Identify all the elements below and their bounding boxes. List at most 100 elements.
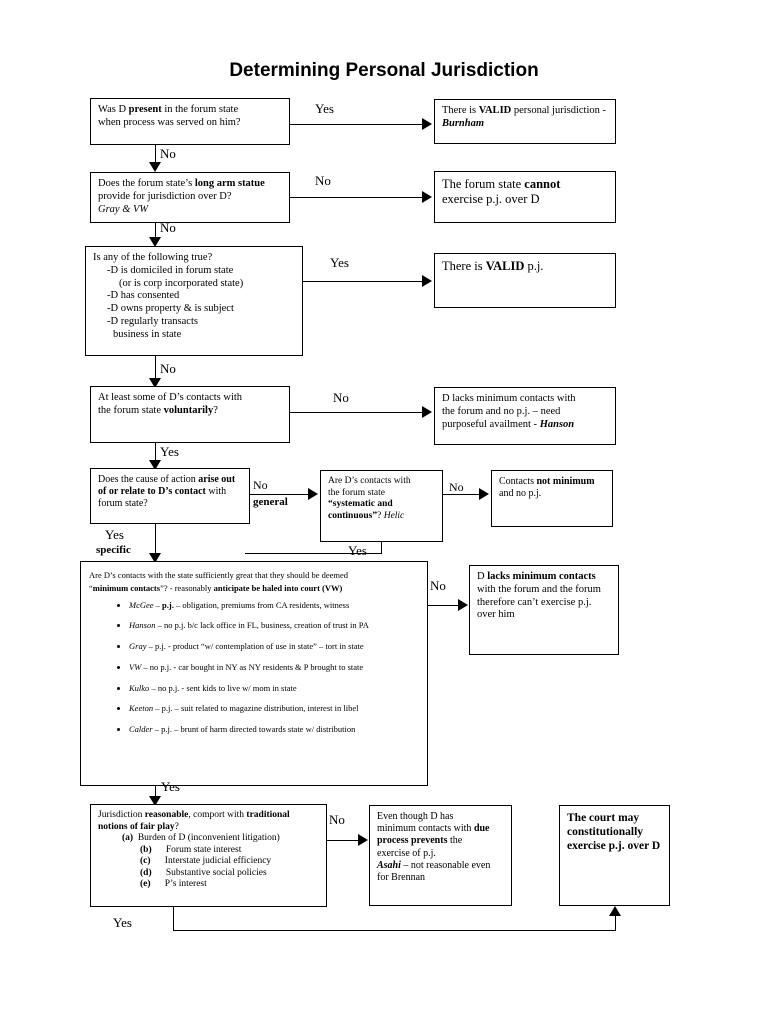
edge-label-no-4: No — [160, 361, 176, 376]
dueprocess-line2-post: the — [447, 835, 463, 847]
longarm-cases: Gray & VW — [98, 203, 149, 215]
page-title: Determining Personal Jurisdiction — [229, 60, 539, 81]
lacks-hanson-case: Hanson — [539, 418, 575, 430]
notmin-pre: Contacts — [499, 476, 537, 487]
arise-bold: arise out of or relate to D’s contact — [98, 474, 236, 498]
arrow-right-1 — [422, 118, 432, 130]
node-arise-out-of: Does the cause of action arise out of or… — [90, 468, 250, 524]
lacks-hanson-line1: D lacks minimum contacts with — [442, 393, 576, 404]
edge-following-to-voluntarily — [155, 356, 156, 382]
list-item: VW – no p.j. - car bought in NY as NY re… — [129, 662, 419, 673]
mincontacts-bullets: McGee – p.j. – obligation, premiums from… — [89, 600, 419, 735]
node-voluntarily: At least some of D’s contacts with the f… — [90, 386, 290, 443]
edge-label-no-9: No — [329, 812, 345, 827]
lacksmin-pre: D — [477, 571, 488, 582]
edge-present-to-valid — [290, 124, 425, 125]
edge-label-yes-5: Yes — [105, 527, 124, 542]
longarm-bold: long arm statue — [194, 178, 265, 189]
edge-longarm-to-following — [155, 223, 156, 241]
node-following-true: Is any of the following true? -D is domi… — [85, 246, 303, 356]
edge-label-no-7: No — [449, 480, 464, 494]
cannot-pre: The forum state — [442, 177, 525, 191]
arrow-right-7 — [458, 599, 468, 611]
edge-following-to-validpj — [303, 281, 425, 282]
arrow-right-8 — [358, 834, 368, 846]
edge-arise-yes-down — [155, 524, 156, 560]
list-item: Keeton – p.j. – suit related to magazine… — [129, 703, 419, 714]
reasonable-item-e: (e) P’s interest — [140, 879, 207, 890]
arrow-right-2 — [422, 191, 432, 203]
edge-reasonable-to-dueprocess — [327, 840, 363, 841]
systematic-post: ? — [377, 510, 384, 521]
following-heading: Is any of the following true? — [93, 252, 213, 263]
voluntarily-line1: At least some of D’s contacts with — [98, 392, 243, 403]
notmin-post: and no p.j. — [499, 488, 542, 500]
node-lacks-minimum-contacts: D lacks minimum contacts with the forum … — [469, 565, 619, 655]
list-item: -D owns property & is subject — [107, 303, 234, 315]
q-present-line1: Was D present in the forum state — [98, 104, 239, 115]
edge-voluntarily-to-lacks — [290, 412, 425, 413]
node-due-process-prevents: Even though D has minimum contacts with … — [369, 805, 512, 906]
node-jurisdiction-reasonable: Jurisdiction reasonable, comport with tr… — [90, 804, 327, 907]
dueprocess-line2-bold: due process prevents — [377, 823, 490, 847]
lacksmin-bold: lacks minimum contacts — [487, 571, 596, 582]
reasonable-item-d: (d) Substantive social policies — [140, 867, 267, 878]
following-items: -D is domiciled in forum state (or is co… — [107, 265, 295, 342]
voluntarily-line2-post: ? — [213, 404, 218, 416]
edge-label-no-3: No — [160, 220, 176, 235]
lacks-hanson-line2: the forum and no p.j. – need — [442, 405, 561, 417]
list-item: -D has consented — [107, 290, 180, 302]
node-court-may-exercise: The court may constitutionally exercise … — [559, 805, 670, 906]
list-item: Hanson – no p.j. b/c lack office in FL, … — [129, 620, 419, 631]
edge-arise-to-systematic — [250, 494, 313, 495]
systematic-bold: “systematic and continuous” — [328, 499, 393, 521]
edge-mincontacts-yes-down — [155, 786, 156, 802]
list-item: -D is domiciled in forum state — [107, 264, 234, 276]
edge-label-yes-2: Yes — [330, 255, 349, 270]
validpj-post: p.j. — [524, 259, 544, 273]
notmin-bold: not minimum — [536, 476, 595, 487]
list-item: Gray – p.j. - product “w/ contemplation … — [129, 641, 419, 652]
systematic-line2: the forum state — [328, 487, 385, 498]
arrow-right-5 — [308, 488, 318, 500]
arrow-down-5 — [149, 553, 161, 563]
edge-bottom-up — [615, 916, 616, 931]
edge-label-no-2: No — [315, 173, 331, 188]
edge-label-yes-4: Yes — [348, 543, 367, 558]
arrow-right-3 — [422, 275, 432, 287]
edge-longarm-to-cannot — [290, 197, 425, 198]
dueprocess-line5: for Brennan — [377, 871, 426, 883]
list-item: business in state — [113, 328, 182, 340]
list-item: McGee – p.j. – obligation, premiums from… — [129, 600, 419, 611]
arrow-down-2 — [149, 237, 161, 247]
dueprocess-case: Asahi — [377, 859, 401, 871]
reasonable-item-b: (b) Forum state interest — [140, 844, 242, 855]
dueprocess-line3: exercise of p.j. — [377, 847, 436, 859]
lacksmin-post: with the forum and the forum therefore c… — [477, 583, 601, 621]
validpj-pre: There is — [442, 259, 486, 273]
node-valid-pj: There is VALID p.j. — [434, 253, 616, 308]
edge-label-specific: specific — [96, 544, 131, 556]
edge-systematic-yes-left — [245, 553, 382, 554]
edge-systematic-yes-down — [381, 542, 382, 554]
node-long-arm-statute: Does the forum state’s long arm statue p… — [90, 172, 290, 223]
edge-label-yes-bottom: Yes — [113, 915, 132, 930]
node-systematic-continuous: Are D’s contacts with the forum state “s… — [320, 470, 443, 542]
cannot-bold: cannot — [524, 177, 561, 191]
longarm-post: provide for jurisdiction over D? — [98, 190, 232, 202]
voluntarily-line2-bold: voluntarily — [163, 404, 214, 416]
list-item: (or is corp incorporated state) — [119, 277, 244, 289]
edge-label-no-5: No — [333, 390, 349, 405]
node-minimum-contacts: Are D’s contacts with the state sufficie… — [80, 561, 428, 786]
arrow-right-4 — [422, 406, 432, 418]
reasonable-heading: Jurisdiction reasonable, comport with tr… — [98, 810, 290, 832]
arise-pre: Does the cause of action — [98, 474, 199, 485]
valid-burnham-pre: There is — [442, 105, 479, 116]
edge-present-to-longarm — [155, 145, 156, 166]
arrow-down-4 — [149, 460, 161, 470]
edge-label-no-6: No — [253, 478, 268, 492]
cannot-post: exercise p.j. over D — [442, 192, 540, 207]
valid-burnham-case: Burnham — [442, 117, 485, 129]
list-item: -D regularly transacts — [107, 315, 198, 327]
